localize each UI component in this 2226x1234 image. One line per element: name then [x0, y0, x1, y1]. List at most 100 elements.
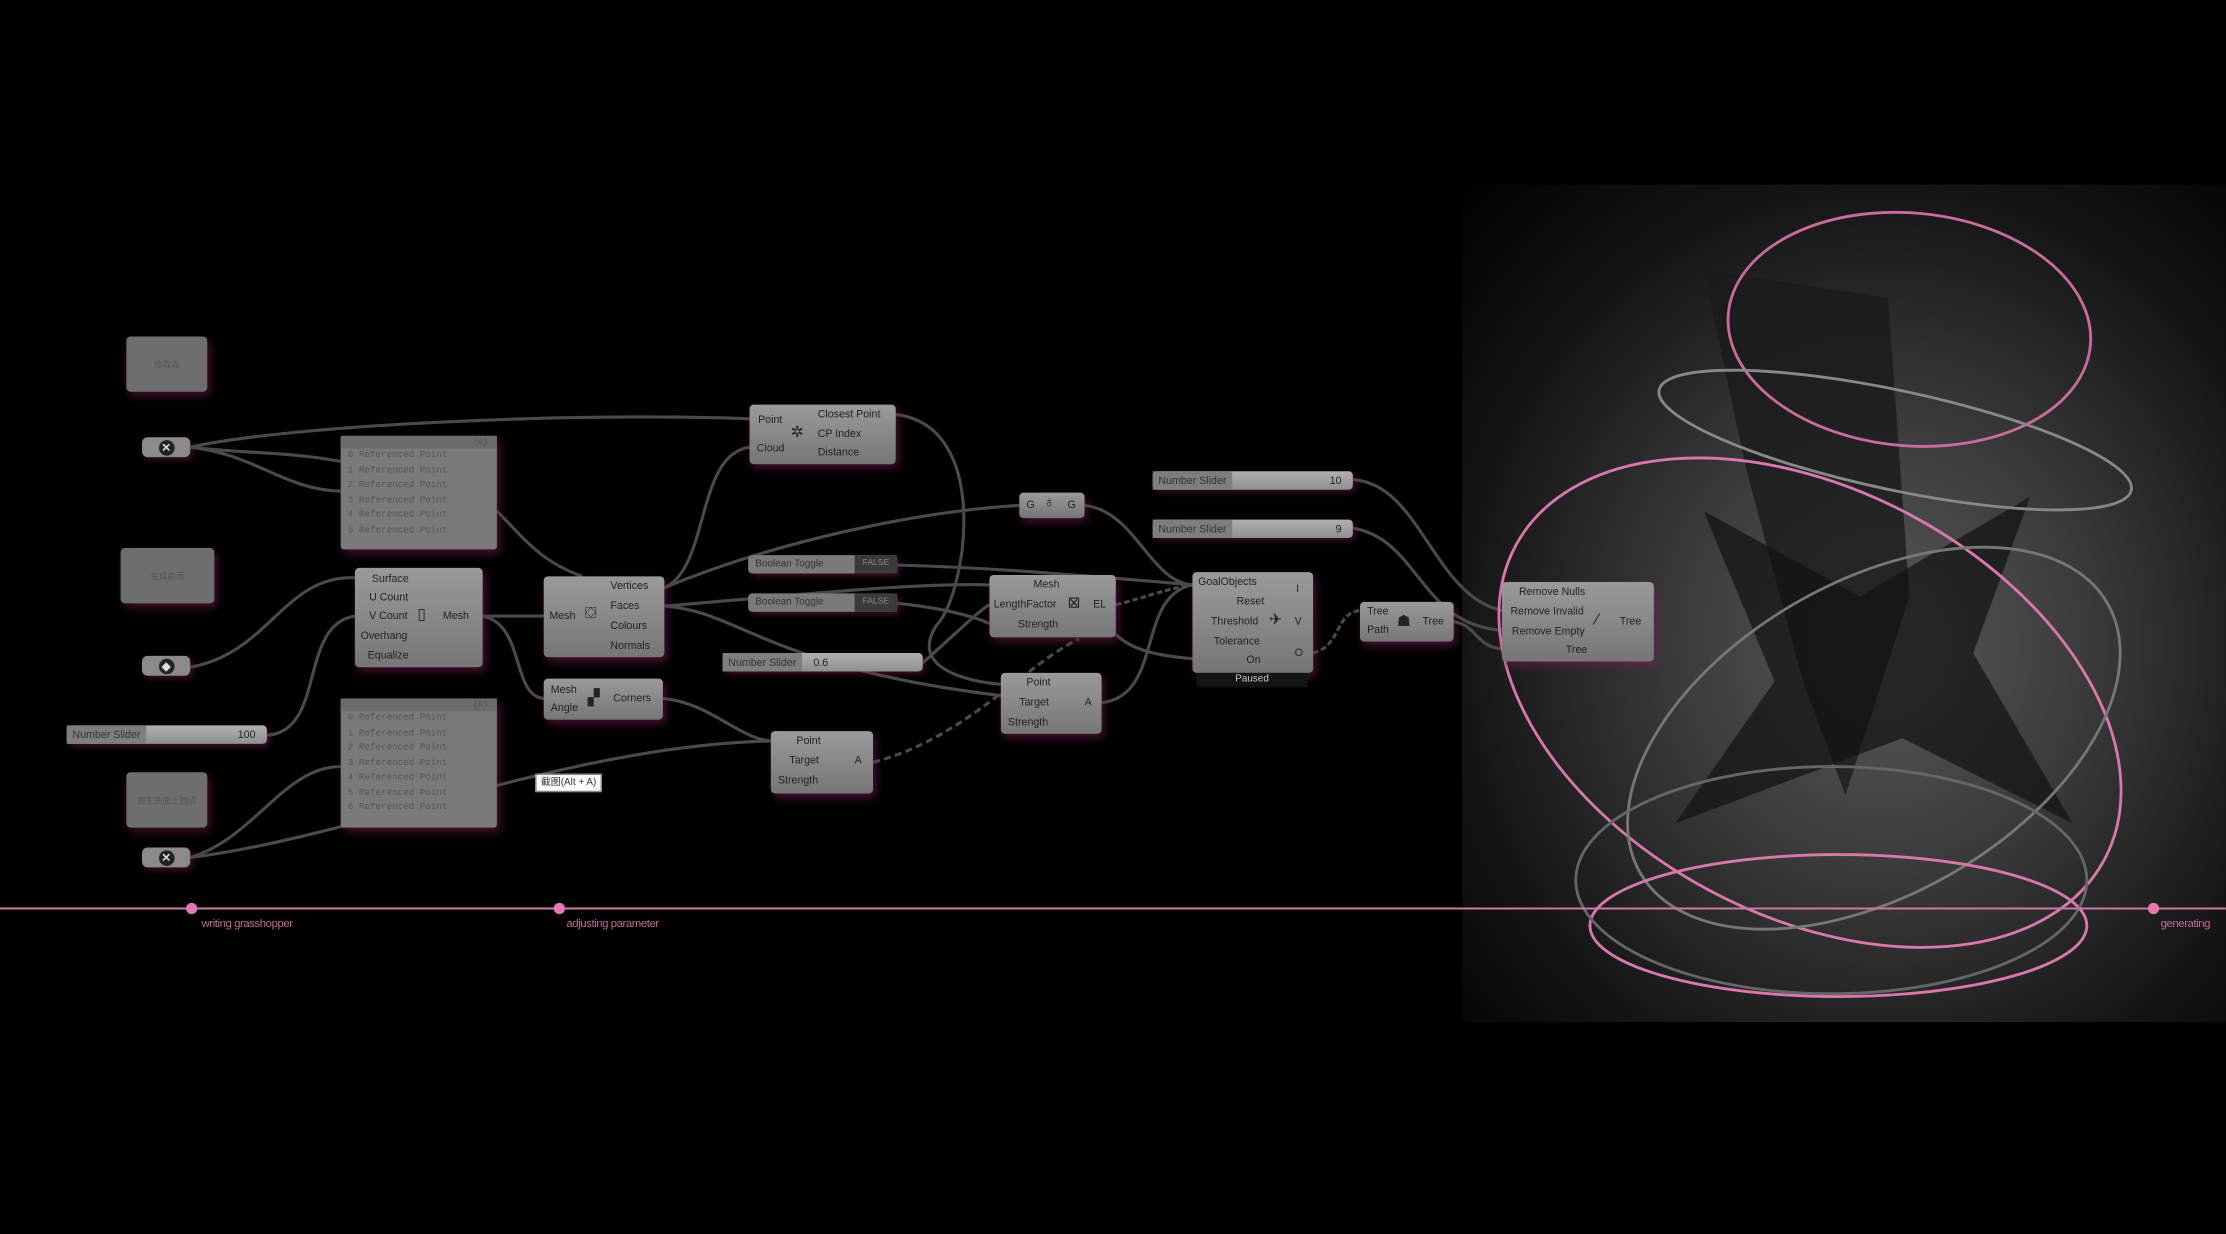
input-tree: Tree — [1367, 604, 1389, 618]
panel-header: {0} — [340, 435, 497, 449]
input-tolerance: Tolerance — [1213, 634, 1260, 648]
slider-label: Number Slider — [66, 725, 147, 744]
timeline-marker-1[interactable] — [185, 902, 198, 915]
panel-item: 4 Referenced Point — [347, 772, 448, 783]
panel-item: 0 Referenced Point — [347, 450, 448, 460]
input-point: Point — [796, 733, 821, 747]
input-remove-nulls: Remove Nulls — [1518, 584, 1586, 598]
input-cloud: Cloud — [756, 441, 785, 455]
group-label-gen-surface[interactable]: 生成曲面 — [120, 547, 215, 604]
input-u-count: U Count — [369, 590, 409, 604]
input-threshold: Threshold — [1210, 614, 1259, 628]
mesh-surface-component[interactable]: Surface U Count V Count Overhang Equaliz… — [354, 567, 483, 668]
slider-value[interactable]: 10 — [1329, 474, 1342, 487]
timeline-label-adjusting: adjusting parameter — [566, 917, 659, 930]
output-closest-point: Closest Point — [817, 407, 881, 421]
input-reset: Reset — [1236, 594, 1265, 608]
input-surface: Surface — [371, 572, 409, 585]
anchor-component-1[interactable]: Point Target Strength A — [1000, 672, 1102, 734]
output-cp-index: CP Index — [817, 427, 862, 441]
solver-icon: ✈ — [1269, 611, 1283, 629]
panel-item: 5 Referenced Point — [347, 524, 448, 535]
panel-item: 1 Referenced Point — [347, 727, 448, 738]
number-slider-0.6[interactable]: Number Slider 0.6 — [722, 653, 923, 672]
output-mesh: Mesh — [442, 609, 469, 622]
geometry-param[interactable]: ◆ — [141, 655, 191, 676]
input-remove-empty: Remove Empty — [1511, 624, 1585, 638]
panel-referenced-points-2[interactable]: {0} 0 Referenced Point 1 Referenced Poin… — [340, 698, 497, 828]
toggle-value[interactable]: FALSE — [854, 593, 898, 612]
panel-referenced-points-1[interactable]: {0} 0 Referenced Point 1 Referenced Poin… — [340, 435, 497, 550]
input-strength: Strength — [777, 773, 819, 787]
input-length-factor: LengthFactor — [993, 597, 1057, 611]
input-goal-objects: GoalObjects — [1198, 574, 1257, 588]
number-slider-100[interactable]: Number Slider 100 — [66, 725, 267, 744]
mesh-corners-component[interactable]: Mesh Angle ▞ Corners — [543, 678, 663, 720]
graft-component[interactable]: G ♁ G — [1019, 492, 1085, 519]
edge-lengths-component[interactable]: Mesh LengthFactor Strength ⊠ EL — [989, 574, 1116, 638]
input-point: Point — [1026, 675, 1051, 689]
input-g: G — [1026, 498, 1035, 512]
slider-value[interactable]: 100 — [237, 728, 256, 742]
toggle-label: Boolean Toggle — [755, 559, 824, 570]
output-i: I — [1296, 582, 1300, 595]
output-colours: Colours — [610, 618, 648, 632]
slider-label: Number Slider — [722, 653, 802, 672]
timeline-marker-3[interactable] — [2147, 902, 2160, 915]
group-label-surface-points[interactable]: 曲生曲面上的点 — [126, 772, 208, 828]
kangaroo-solver-component[interactable]: GoalObjects Reset Threshold Tolerance On… — [1192, 572, 1314, 673]
output-tree: Tree — [1619, 614, 1642, 628]
graft-icon: ♁ — [1043, 494, 1056, 512]
point-x-icon: ✕ — [158, 439, 174, 455]
point-param-2[interactable]: ✕ — [141, 847, 191, 868]
toggle-value[interactable]: FALSE — [854, 555, 898, 574]
output-corners: Corners — [613, 691, 652, 705]
toggle-label: Boolean Toggle — [755, 597, 824, 608]
output-a: A — [854, 753, 862, 767]
panel-item: 1 Referenced Point — [347, 464, 448, 475]
point-param-1[interactable]: ✕ — [141, 437, 191, 458]
closest-point-icon: ✲ — [790, 424, 804, 442]
panel-header: {0} — [340, 698, 497, 712]
input-v-count: V Count — [369, 609, 408, 622]
panel-item: 4 Referenced Point — [347, 509, 448, 520]
panel-item: 2 Referenced Point — [347, 479, 448, 490]
group-label-text: 曲生曲面上的点 — [136, 797, 197, 807]
clean-tree-component[interactable]: Remove Nulls Remove Invalid Remove Empty… — [1501, 582, 1654, 662]
boolean-toggle-2[interactable]: Boolean Toggle FALSE — [748, 593, 898, 612]
tree-path-component[interactable]: Tree Path ☗ Tree — [1359, 601, 1454, 642]
output-a: A — [1084, 695, 1092, 709]
panel-item: 2 Referenced Point — [347, 742, 448, 753]
input-remove-invalid: Remove Invalid — [1510, 604, 1584, 618]
deconstruct-mesh-component[interactable]: Mesh ⛋ Vertices Faces Colours Normals — [543, 576, 665, 658]
input-target: Target — [1019, 695, 1049, 709]
input-on: On — [1246, 653, 1261, 666]
output-v: V — [1294, 614, 1302, 628]
edge-lengths-icon: ⊠ — [1067, 594, 1081, 612]
slider-value[interactable]: 9 — [1335, 522, 1342, 536]
panel-item: 3 Referenced Point — [347, 494, 448, 505]
output-o: O — [1294, 645, 1303, 659]
panel-item: 0 Referenced Point — [347, 712, 448, 723]
slider-value[interactable]: 0.6 — [813, 655, 829, 669]
closest-point-component[interactable]: Point Cloud ✲ Closest Point CP Index Dis… — [749, 404, 896, 465]
output-tree: Tree — [1422, 614, 1444, 628]
panel-item: 5 Referenced Point — [347, 787, 448, 798]
output-vertices: Vertices — [610, 579, 649, 592]
group-label-text: 生成曲面 — [150, 573, 185, 583]
input-path: Path — [1367, 623, 1389, 636]
input-equalize: Equalize — [367, 648, 409, 662]
clean-tree-icon: ⁄ — [1595, 611, 1599, 629]
group-label-pick-point[interactable]: 拾取点 — [126, 336, 208, 392]
input-angle: Angle — [550, 701, 579, 715]
boolean-toggle-1[interactable]: Boolean Toggle FALSE — [748, 555, 898, 574]
tree-icon: ☗ — [1396, 613, 1411, 631]
point-x-icon: ✕ — [158, 849, 174, 866]
anchor-component-2[interactable]: Point Target Strength A — [770, 731, 874, 794]
timeline-marker-2[interactable] — [553, 902, 566, 915]
input-mesh: Mesh — [1033, 577, 1060, 591]
